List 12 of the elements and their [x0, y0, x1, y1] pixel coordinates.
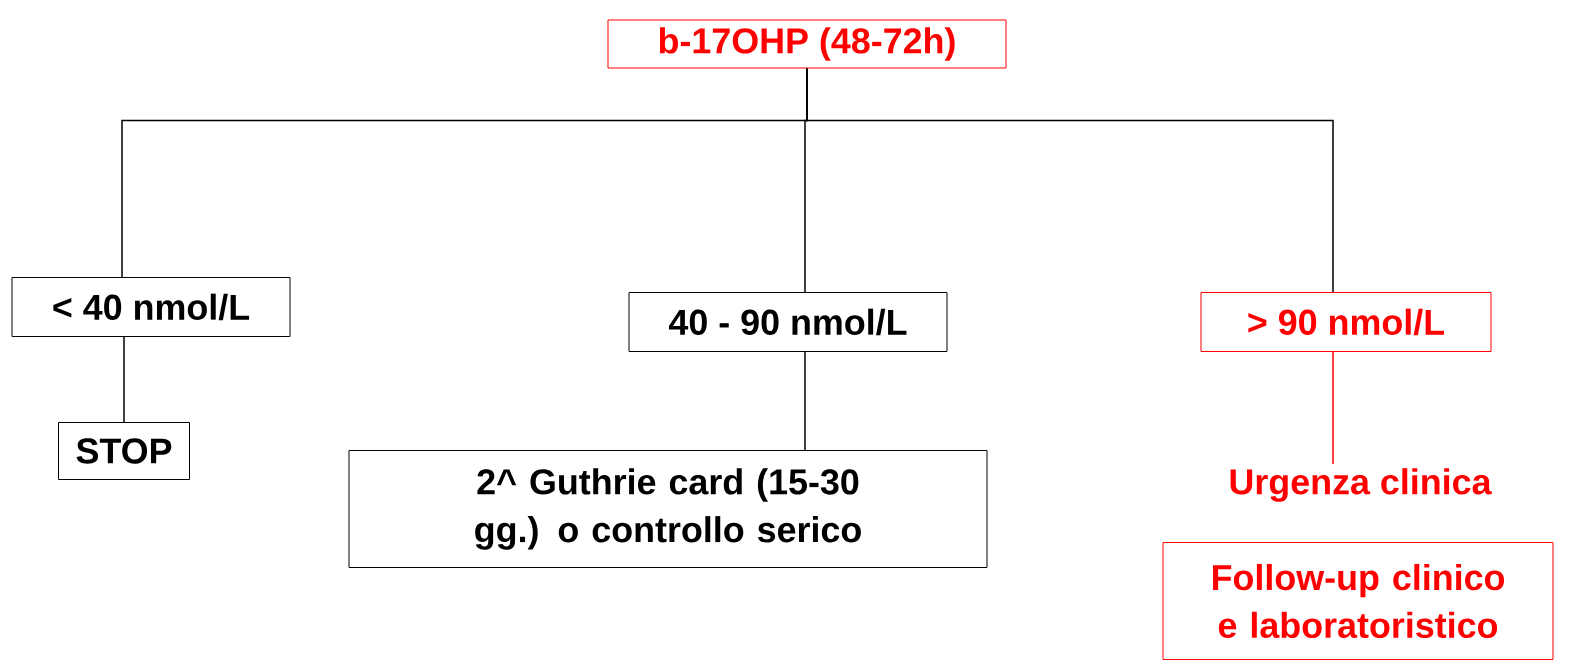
connector-line: [123, 336, 125, 423]
connector-line: [806, 67, 1334, 293]
condition-box: < 40 nmol/L: [11, 277, 291, 337]
condition-box: STOP: [58, 422, 190, 480]
condition-box: b-17OHP (48-72h): [607, 19, 1007, 69]
condition-box: > 90 nmol/L: [1200, 292, 1492, 352]
result-text: Urgenza clinica: [1230, 468, 1492, 502]
connector-line: [1332, 351, 1334, 465]
condition-box: 40 - 90 nmol/L: [628, 292, 948, 352]
condition-box: Follow-up clinico e laboratoristico: [1162, 542, 1554, 660]
connector-line: [804, 351, 806, 451]
condition-box: 2^ Guthrie card (15-30 gg.) o controllo serico: [348, 450, 988, 568]
